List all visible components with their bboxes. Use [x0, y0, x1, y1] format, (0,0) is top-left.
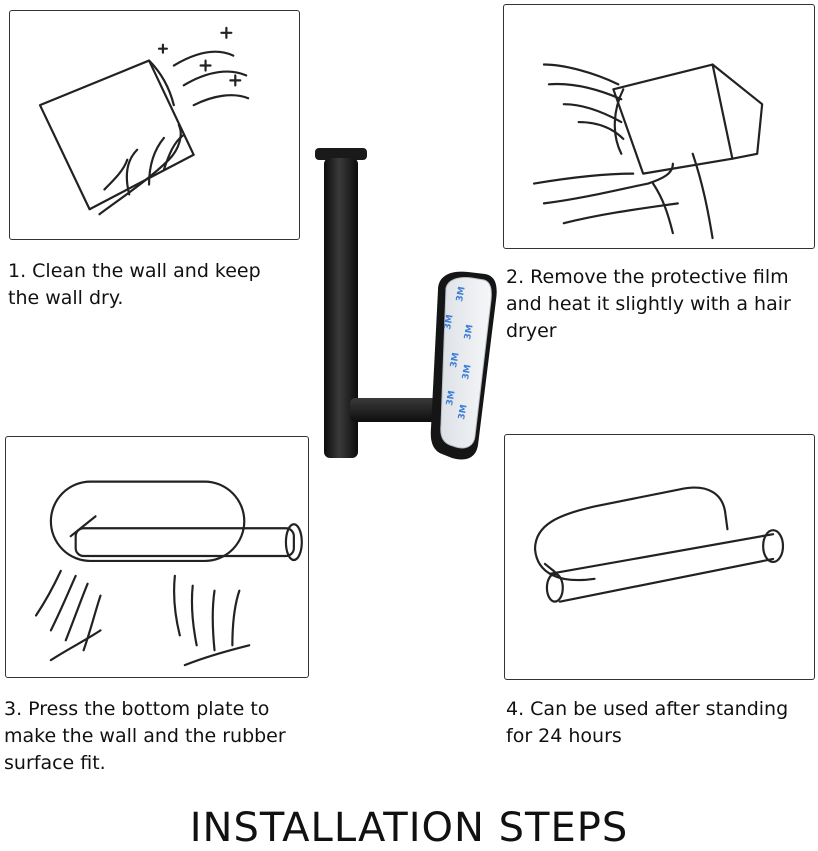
- step-3-caption: 3. Press the bottom plate to make the wa…: [4, 698, 286, 774]
- adhesive-label: 3M: [443, 314, 455, 331]
- adhesive-label: 3M: [445, 390, 457, 407]
- mounted-holder-icon: [533, 486, 785, 603]
- peel-film-icon: [532, 63, 764, 240]
- adhesive-label: 3M: [461, 364, 473, 381]
- adhesive-label: 3M: [449, 352, 461, 369]
- page-title: INSTALLATION STEPS: [189, 805, 629, 851]
- step-1-panel: [9, 10, 300, 240]
- adhesive-label: 3M: [463, 324, 475, 341]
- adhesive-label: 3M: [455, 286, 467, 303]
- hand-wiping-wall-icon: [38, 26, 250, 216]
- step-3-panel: [5, 436, 309, 678]
- step-4-caption: 4. Can be used after standing for 24 hou…: [506, 698, 789, 747]
- toilet-paper-holder-icon: 3M 3M 3M 3M 3M 3M 3M: [315, 148, 497, 460]
- toilet-paper-holder-image: 3M 3M 3M 3M 3M 3M 3M: [310, 140, 510, 470]
- step-2-panel: [503, 4, 815, 249]
- press-holder-icon: [34, 480, 303, 667]
- step-1-caption: 1. Clean the wall and keep the wall dry.: [8, 260, 261, 309]
- adhesive-label: 3M: [457, 404, 469, 421]
- step-2-caption: 2. Remove the protective film and heat i…: [506, 266, 791, 342]
- step-4-panel: [504, 434, 815, 680]
